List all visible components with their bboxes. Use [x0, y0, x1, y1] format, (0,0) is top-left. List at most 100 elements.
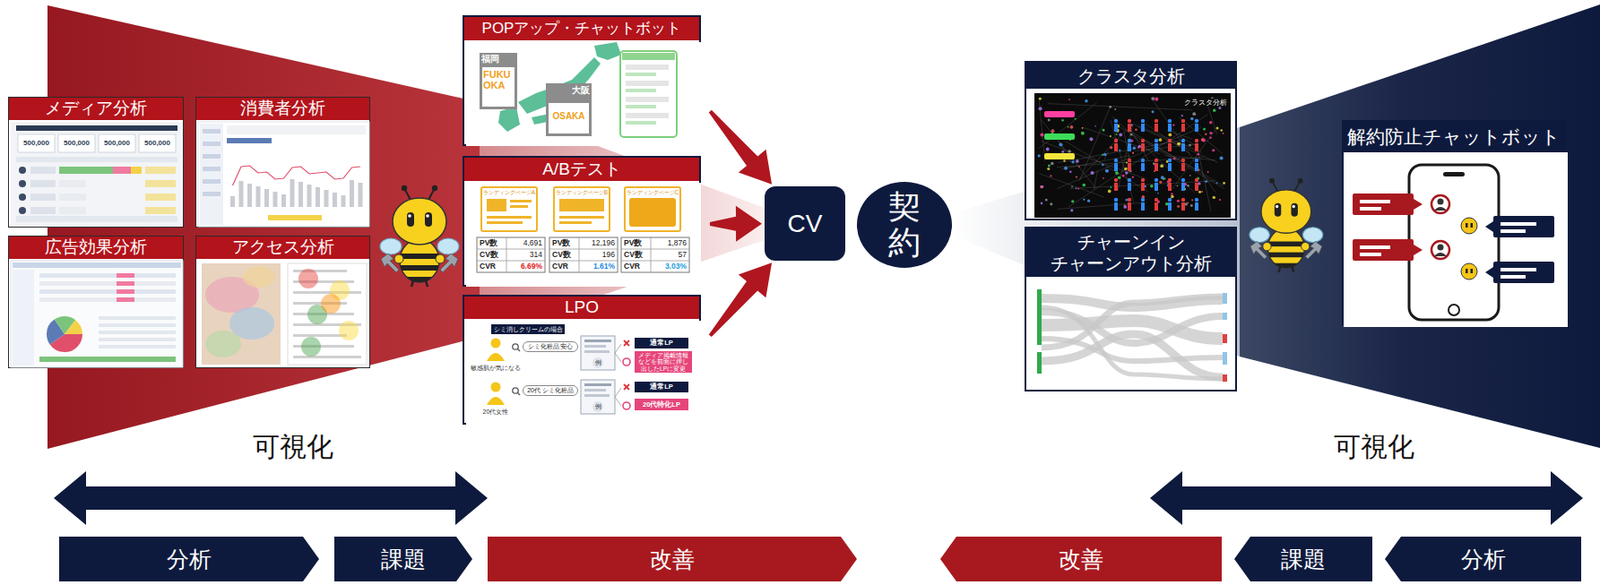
lp-tag: 20代特化LP [634, 398, 689, 411]
decor-shape [293, 355, 362, 359]
decor-shape [1127, 182, 1132, 191]
decor-shape [549, 260, 618, 262]
node-text: LPO [464, 297, 700, 319]
decor-shape [1058, 140, 1072, 164]
node-text: CV [787, 208, 823, 240]
decor-shape [1134, 129, 1138, 132]
decor-shape [1181, 123, 1185, 132]
decor-shape [1141, 198, 1145, 202]
decor-shape [623, 340, 630, 346]
decor-shape [1114, 143, 1118, 152]
decor-shape [584, 389, 606, 392]
decor-shape [517, 392, 520, 396]
decor-shape [1039, 185, 1044, 190]
page-name: ランディングページB [553, 189, 610, 197]
decor-shape [1154, 97, 1159, 102]
decor-shape [18, 207, 26, 215]
decor-shape [1117, 176, 1122, 181]
decor-shape [16, 216, 178, 223]
decor-shape [1437, 244, 1445, 251]
decor-shape [1130, 133, 1133, 137]
decor-shape [1192, 112, 1196, 116]
axis-label: 可視化 [1320, 430, 1428, 465]
decor-shape [1075, 159, 1080, 164]
decor-shape [476, 237, 545, 273]
decor-shape [287, 263, 367, 365]
decor-shape [1049, 202, 1053, 206]
decor-shape [116, 297, 135, 303]
decor-shape [1037, 289, 1042, 346]
decor-shape [1114, 119, 1118, 123]
decor-shape [624, 187, 681, 232]
decor-shape [1176, 184, 1179, 187]
decor-shape [1179, 117, 1223, 155]
decor-shape [1158, 181, 1162, 184]
double-arrow [1150, 471, 1583, 526]
decor-shape [1118, 126, 1225, 189]
decor-shape [59, 207, 87, 215]
bee-mascot [380, 185, 459, 287]
decor-shape [1207, 171, 1210, 173]
decor-shape [466, 42, 701, 147]
decor-shape [1173, 157, 1177, 161]
decor-shape [486, 353, 505, 362]
decor-shape [242, 266, 276, 288]
decor-shape [1079, 129, 1127, 180]
search-query: 20代 シミ化粧品 [522, 385, 579, 397]
decor-shape [1176, 142, 1181, 147]
step-chevron: 改善 [487, 536, 857, 582]
decor-shape [559, 216, 605, 219]
decor-shape [1127, 124, 1150, 162]
decor-shape [1194, 119, 1199, 123]
decor-shape [1343, 152, 1568, 328]
decor-shape [1500, 268, 1537, 272]
decor-shape [1150, 96, 1155, 101]
table-head: CVR [623, 261, 650, 272]
node-text: 消費者分析 [196, 98, 370, 120]
decor-shape [1061, 150, 1064, 154]
metric-value: 500,000 [138, 138, 176, 148]
decor-shape [116, 289, 135, 295]
decor-shape [1167, 132, 1172, 137]
decor-shape [1078, 165, 1081, 168]
decor-shape [549, 237, 618, 273]
decor-shape [625, 96, 669, 103]
decor-shape [1154, 119, 1159, 123]
decor-shape [476, 260, 545, 262]
decor-shape [1194, 163, 1199, 172]
decor-shape [1040, 185, 1044, 189]
decor-shape [1461, 263, 1478, 280]
decor-shape [17, 134, 55, 153]
decor-shape [1141, 123, 1145, 132]
search-query: シミ化粧品 安心 [522, 341, 579, 353]
axis-label: 可視化 [239, 430, 347, 465]
decor-shape [293, 334, 347, 338]
decor-shape [1112, 116, 1195, 193]
decor-shape [1470, 268, 1474, 274]
funnel-fade [951, 127, 1240, 357]
decor-shape [1047, 119, 1051, 122]
decor-shape [481, 187, 537, 232]
decor-shape [1465, 223, 1469, 228]
decor-shape [1181, 202, 1185, 211]
node-text: 契約 [888, 189, 921, 260]
panel-header: LPO [464, 296, 700, 320]
panel-header: A/Bテスト [464, 157, 700, 182]
decor-shape [116, 273, 135, 278]
panel-header: メディア分析 [8, 97, 183, 121]
decor-shape [98, 134, 136, 153]
decor-shape [138, 134, 176, 153]
decor-shape [1219, 198, 1221, 201]
decor-shape [1413, 198, 1423, 210]
decor-shape [1234, 536, 1373, 582]
decor-shape [1181, 198, 1185, 202]
decor-shape [59, 166, 113, 174]
decor-shape [1127, 163, 1132, 172]
decor-shape [1189, 174, 1192, 177]
decor-shape [466, 182, 701, 287]
decor-shape [334, 536, 473, 582]
step-chevron: 分析 [59, 536, 320, 582]
decor-shape [226, 138, 272, 144]
decor-shape [553, 187, 610, 232]
decor-shape [1141, 202, 1145, 211]
